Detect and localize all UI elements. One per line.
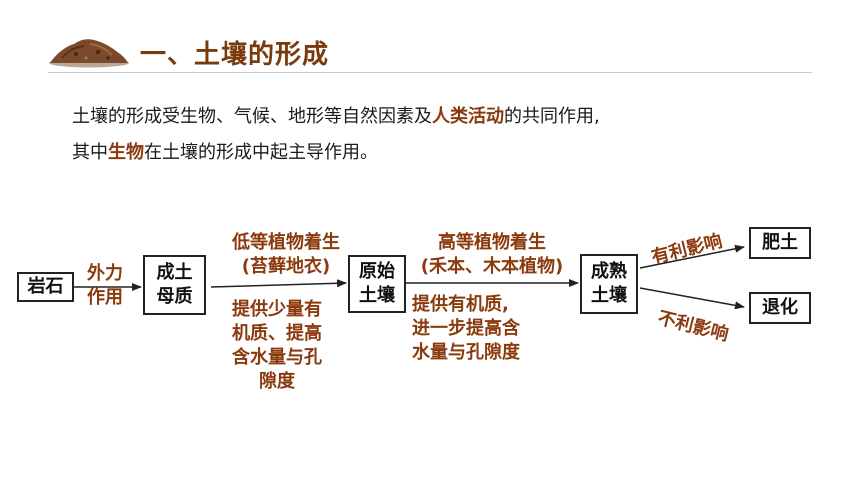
- node-fertile-soil-label: 肥土: [762, 232, 798, 253]
- label-low-plants-effect-line-4: 隙度: [259, 371, 295, 392]
- node-raw-soil: 原始 土壤: [348, 255, 406, 313]
- intro-line-1: 土壤的形成受生物、气候、地形等自然因素及人类活动的共同作用,: [72, 104, 600, 130]
- title-divider: [48, 72, 812, 73]
- label-high-plants: 高等植物着生 (禾本、木本植物): [404, 231, 580, 279]
- node-rock-label: 岩石: [27, 276, 64, 297]
- label-low-plants-line-2: (苔藓地衣): [241, 256, 331, 277]
- node-mature-soil-line-2: 土壤: [591, 285, 627, 306]
- node-mature-soil: 成熟 土壤: [580, 254, 638, 314]
- node-degradation-label: 退化: [762, 297, 798, 318]
- node-raw-soil-line-2: 土壤: [359, 285, 395, 306]
- node-parent-material: 成土 母质: [143, 255, 206, 315]
- label-low-plants-effect: 提供少量有 机质、提高 含水量与孔 隙度: [212, 298, 342, 394]
- soil-mound-icon: [49, 39, 129, 68]
- label-high-plants-effect-line-3: 水量与孔隙度: [412, 342, 520, 363]
- intro-line-1-post: 的共同作用,: [504, 106, 600, 127]
- label-high-plants-effect: 提供有机质, 进一步提高含 水量与孔隙度: [412, 293, 548, 365]
- page-title: 一、土壤的形成: [140, 40, 330, 70]
- label-high-plants-line-1: 高等植物着生: [438, 232, 546, 253]
- label-low-plants-line-1: 低等植物着生: [232, 232, 340, 253]
- node-rock: 岩石: [17, 272, 74, 302]
- intro-line-2-pre: 其中: [72, 142, 108, 163]
- intro-line-1-pre: 土壤的形成受生物、气候、地形等自然因素及: [72, 106, 432, 127]
- label-high-plants-effect-line-1: 提供有机质,: [412, 294, 509, 315]
- intro-line-2-post: 在土壤的形成中起主导作用。: [144, 142, 378, 163]
- label-external-force-line-1: 外力: [87, 263, 123, 284]
- label-low-plants-effect-line-1: 提供少量有: [232, 299, 322, 320]
- label-external-force-line-2: 作用: [87, 287, 123, 308]
- arrow-mature-to-fertile: [639, 244, 745, 269]
- label-low-plants-effect-line-3: 含水量与孔: [232, 347, 322, 368]
- highlight-human-activity: 人类活动: [432, 106, 504, 127]
- label-high-plants-line-2: (禾本、木本植物): [420, 256, 564, 277]
- intro-line-2: 其中生物在土壤的形成中起主导作用。: [72, 140, 378, 166]
- label-low-plants: 低等植物着生 (苔藓地衣): [206, 231, 366, 279]
- node-mature-soil-line-1: 成熟: [591, 261, 627, 282]
- label-low-plants-effect-line-2: 机质、提高: [232, 323, 322, 344]
- node-degradation: 退化: [749, 292, 811, 324]
- arrow-mature-to-degrade: [639, 287, 745, 310]
- node-raw-soil-line-1: 原始: [359, 261, 395, 282]
- node-fertile-soil: 肥土: [749, 227, 811, 259]
- highlight-biology: 生物: [108, 142, 144, 163]
- label-high-plants-effect-line-2: 进一步提高含: [412, 318, 520, 339]
- node-parent-material-line-1: 成土: [156, 262, 193, 283]
- label-external-force: 外力 作用: [80, 262, 130, 310]
- node-parent-material-line-2: 母质: [156, 286, 193, 307]
- arrow-parent-to-raw: [210, 279, 347, 288]
